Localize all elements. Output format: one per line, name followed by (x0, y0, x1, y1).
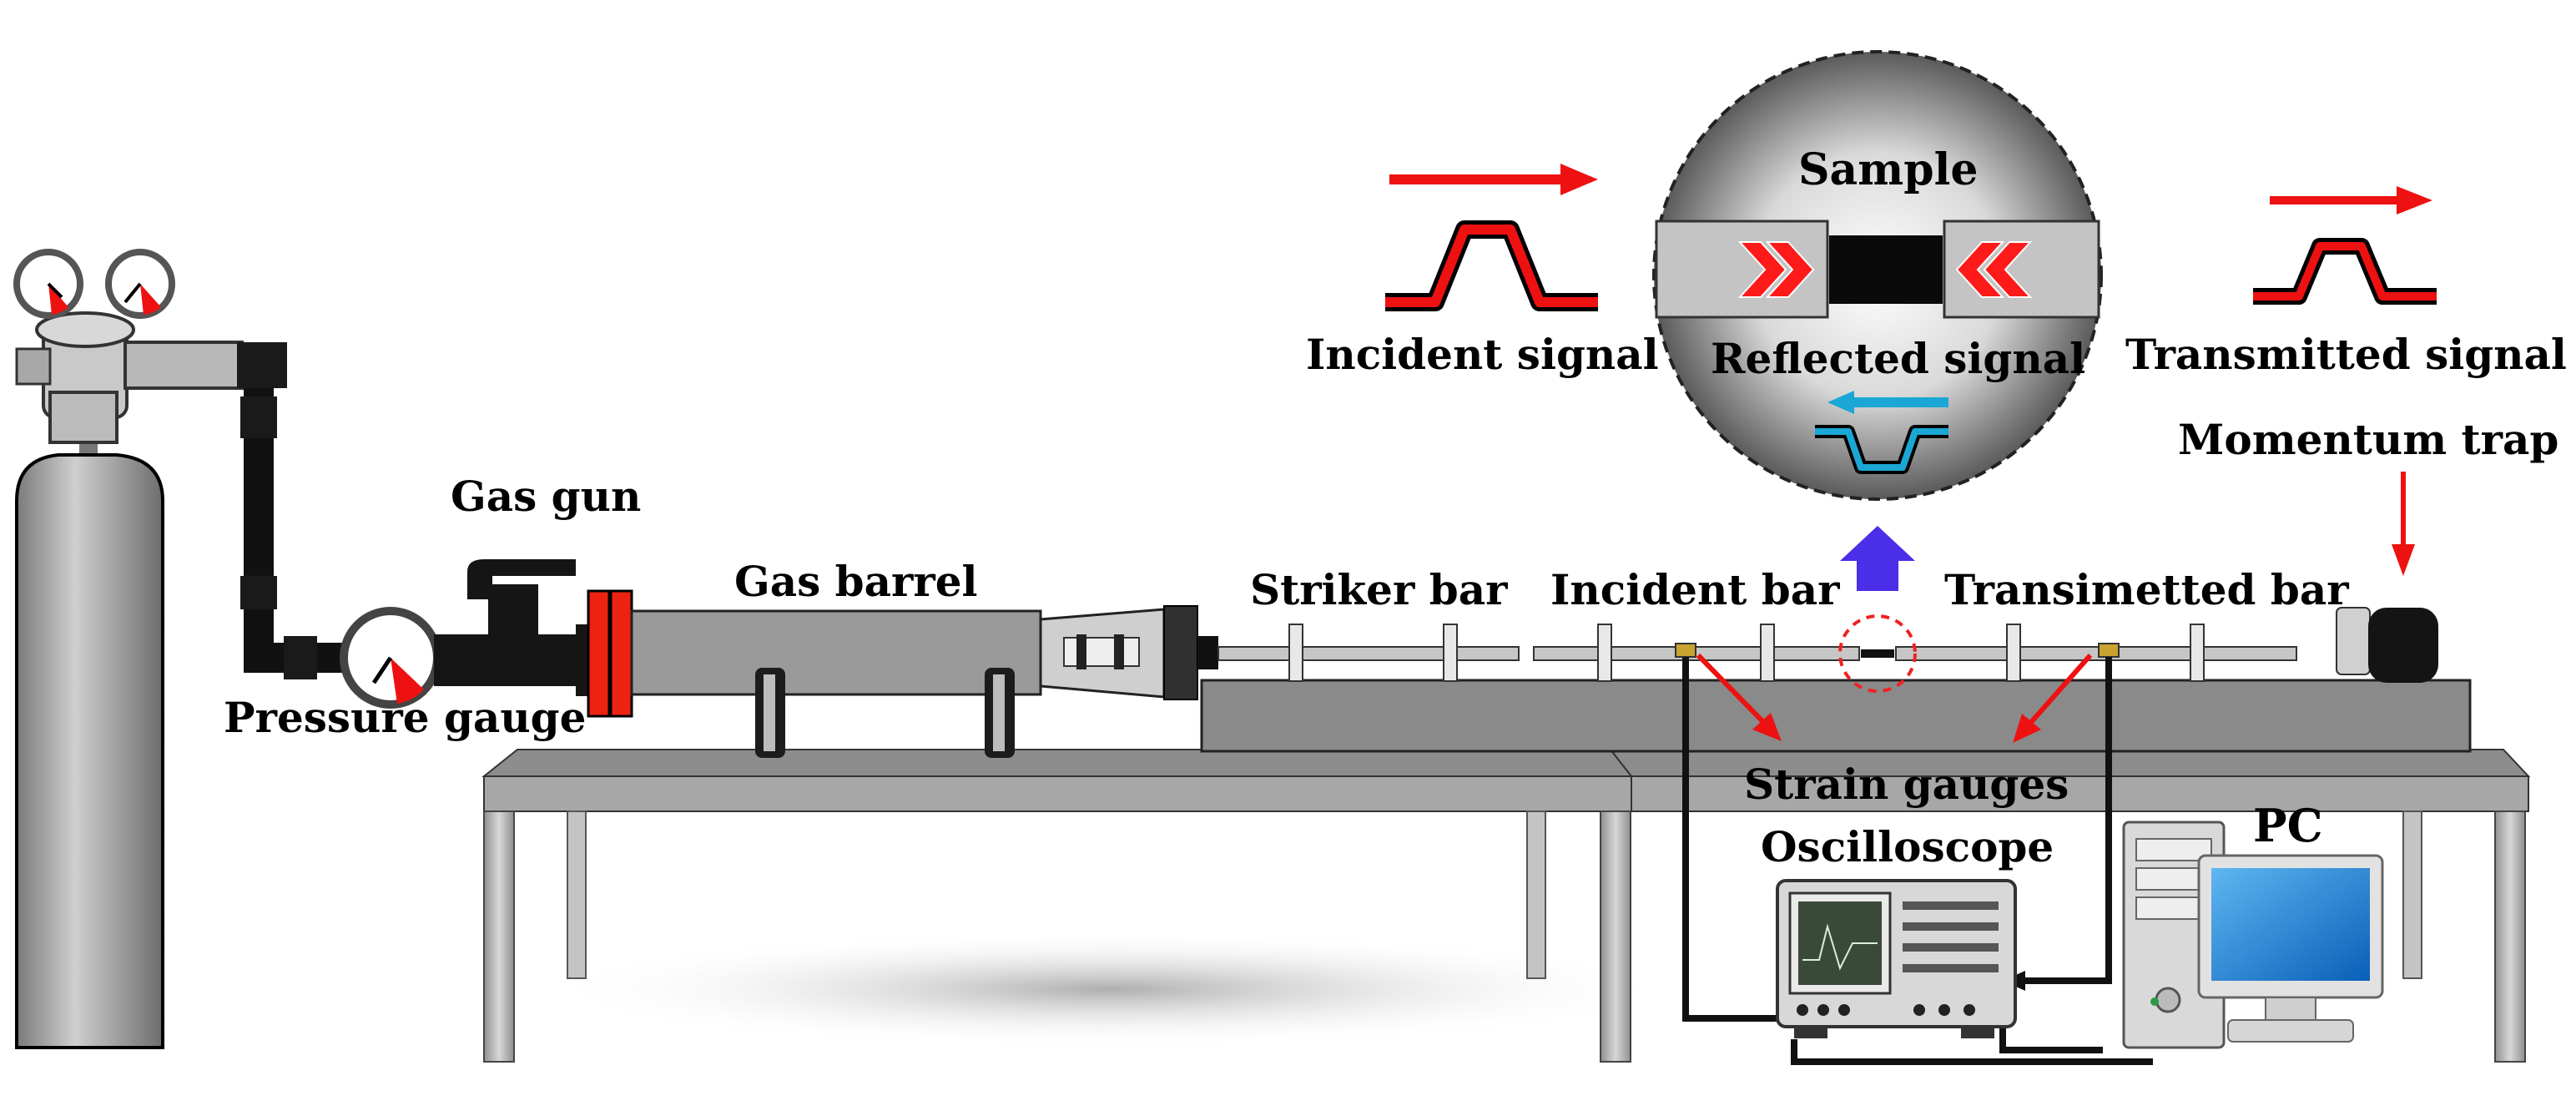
hose-coupling (237, 342, 287, 388)
label-pressure-gauge: Pressure gauge (224, 693, 587, 742)
regulator-gauge-left (13, 249, 83, 319)
transmitted-bar (1895, 646, 2297, 661)
regulator (15, 311, 244, 444)
regulator-gauge-right (105, 249, 175, 319)
label-reflected-signal: Reflected signal (1711, 334, 2086, 383)
striker-bar (1217, 646, 1520, 661)
sample-highlight-circle (1838, 614, 1917, 693)
magnified-sample-view (1652, 50, 2103, 501)
hose-coupling (284, 636, 317, 679)
gas-gun-valve (434, 559, 601, 696)
label-pc: PC (2253, 799, 2323, 852)
label-oscilloscope: Oscilloscope (1761, 822, 2054, 871)
label-striker-bar: Striker bar (1250, 565, 1508, 614)
gas-cylinder (15, 422, 164, 1049)
transmitted-signal-graphic (2253, 186, 2437, 305)
label-gas-barrel: Gas barrel (734, 557, 978, 606)
strain-gauge-transmitted (2098, 643, 2120, 658)
momentum-trap (2336, 607, 2438, 683)
momentum-trap-arrow (2392, 472, 2415, 576)
red-flange (587, 589, 633, 718)
oscilloscope (1776, 879, 2017, 1038)
label-gas-gun: Gas gun (451, 472, 642, 521)
label-transmitted-signal: Transmitted signal (2125, 330, 2567, 379)
label-incident-signal: Incident signal (1306, 330, 1659, 379)
strain-gauge-incident (1675, 643, 1696, 658)
hose-coupling (240, 576, 277, 609)
bar-supports (1288, 624, 2205, 682)
barrel-support (985, 668, 1015, 758)
barrel-support (755, 668, 785, 758)
magnify-up-arrow (1840, 526, 1915, 591)
label-momentum-trap: Momentum trap (2178, 415, 2559, 464)
label-strain-gauges: Strain gauges (1744, 760, 2069, 809)
right-table (1608, 749, 2531, 1063)
label-sample: Sample (1798, 144, 1979, 195)
label-transmitted-bar: Transimetted bar (1944, 565, 2349, 614)
floor-shadow (542, 931, 1677, 1048)
incident-signal-graphic (1385, 164, 1598, 311)
strain-gauge-arrows (1696, 653, 2093, 743)
gas-barrel (630, 609, 1042, 696)
pressure-gauge (340, 607, 441, 709)
label-incident-bar: Incident bar (1550, 565, 1840, 614)
sample-specimen (1861, 649, 1894, 658)
pc-monitor (2197, 854, 2384, 1043)
launcher-housing (1039, 605, 1218, 700)
bar-base (1200, 679, 2472, 753)
hose-coupling (240, 396, 277, 438)
